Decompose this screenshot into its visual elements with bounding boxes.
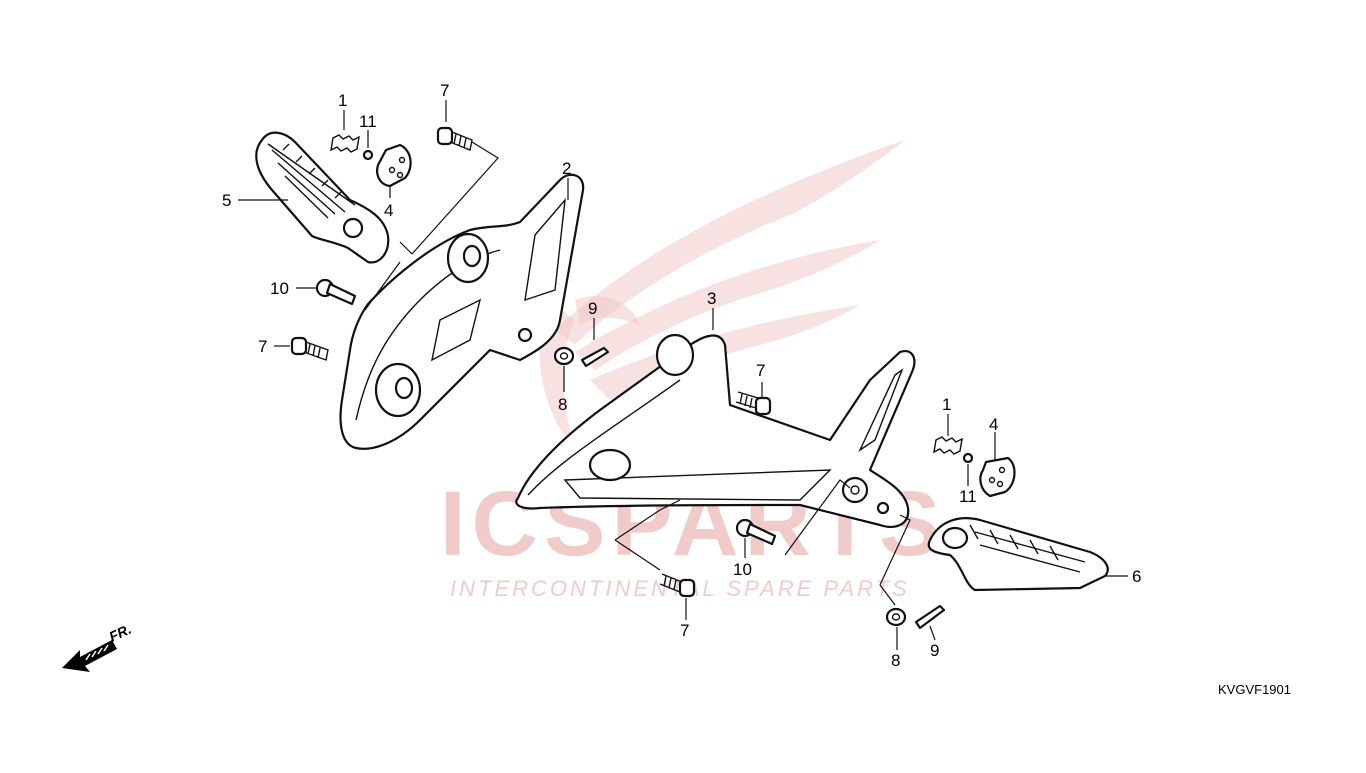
right-holder-3 [515,333,916,528]
ball-11b [962,452,974,464]
callout-8: 8 [891,651,900,670]
left-holder-2 [339,173,585,450]
ball-11a [362,149,374,161]
callout-7: 7 [756,361,765,380]
spring-1a [330,134,360,153]
callout-7: 7 [258,337,267,356]
callout-7: 7 [680,621,689,640]
callout-3: 3 [707,289,716,308]
bolt-7a [436,126,473,151]
right-footpeg-6 [927,517,1109,592]
callout-5: 5 [222,191,231,210]
pin-10a [315,278,357,306]
washer-8a [553,346,575,366]
plate-4a [376,143,412,188]
front-label: FR. [107,621,134,645]
pin-10b [735,518,777,546]
right-small-parts [614,391,1016,630]
callout-10: 10 [733,560,752,579]
callout-7: 7 [440,81,449,100]
callout-6: 6 [1132,567,1141,586]
callout-9: 9 [930,641,939,660]
callout-11: 11 [959,487,977,506]
cotter-9b [914,604,946,630]
callout-2: 2 [562,159,571,178]
callout-11: 11 [359,112,377,131]
bolt-7c [735,391,772,416]
callout-10: 10 [270,279,289,298]
callout-9: 9 [588,299,597,318]
spring-1b [933,436,963,455]
callout-4: 4 [989,415,998,434]
callout-labels: 1 11 7 2 5 4 10 7 9 8 3 7 1 4 11 6 10 7 … [222,81,1141,670]
callout-4: 4 [384,201,393,220]
callout-1: 1 [942,395,951,414]
cotter-9a [580,346,610,368]
bolt-7b [290,336,329,361]
left-small-parts [290,126,610,368]
callout-1: 1 [338,91,347,110]
diagram-code: KVGVF1901 [1218,682,1291,697]
washer-8b [885,607,907,627]
callout-leaders [238,100,1128,650]
left-footpeg-5 [255,131,390,264]
callout-8: 8 [558,395,567,414]
front-direction-indicator: FR. [62,621,134,672]
bolt-7d [659,573,696,598]
plate-4b [979,456,1016,498]
